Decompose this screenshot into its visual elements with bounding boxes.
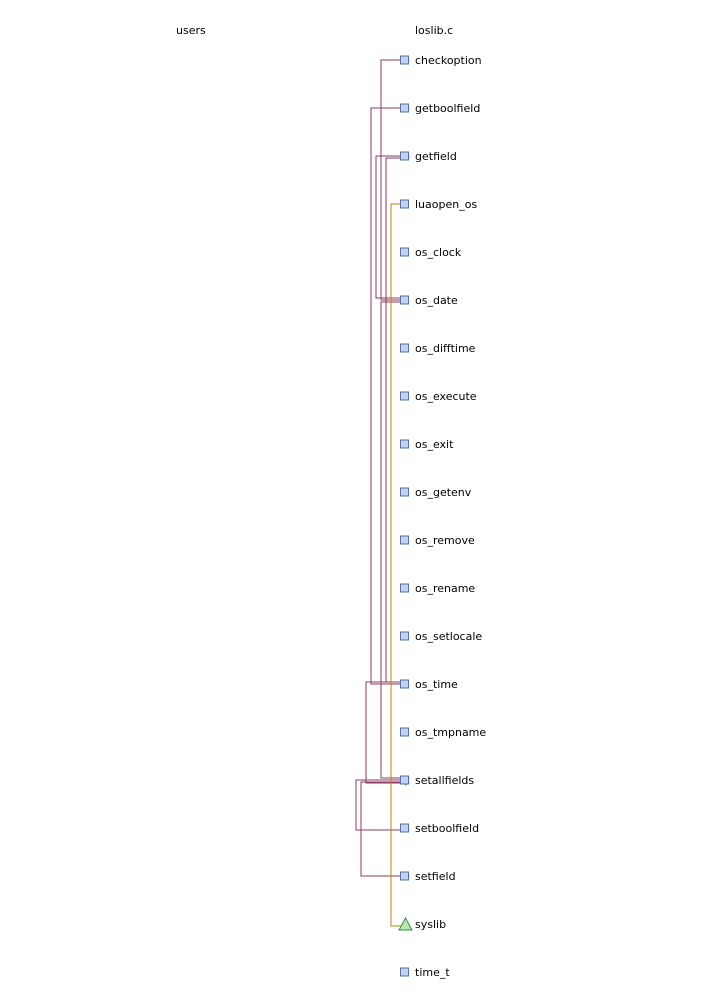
node-label: os_date <box>415 294 458 307</box>
node-label: syslib <box>415 918 446 931</box>
node-os_setlocale[interactable]: os_setlocale <box>400 630 483 643</box>
function-square-icon <box>400 55 409 65</box>
function-square-icon <box>400 679 409 689</box>
node-layer: checkoption getboolfield getfield luaopen_o… <box>398 54 487 979</box>
node-checkoption[interactable]: checkoption <box>400 54 482 67</box>
node-time_t[interactable]: time_t <box>400 966 451 979</box>
function-square-icon <box>400 295 409 305</box>
node-label: os_execute <box>415 390 477 403</box>
node-getfield[interactable]: getfield <box>400 150 457 163</box>
node-os_rename[interactable]: os_rename <box>400 582 476 595</box>
edge-os_date-to-checkoption <box>380 57 410 301</box>
edge-line <box>365 681 406 784</box>
node-os_time[interactable]: os_time <box>400 678 459 691</box>
users-column-header: users <box>176 24 206 37</box>
node-os_difftime[interactable]: os_difftime <box>400 342 476 355</box>
node-label: setboolfield <box>415 822 479 835</box>
edge-line <box>375 155 406 299</box>
edge-line <box>385 157 406 683</box>
node-label: os_time <box>415 678 458 691</box>
node-os_exit[interactable]: os_exit <box>400 438 455 451</box>
edge-line <box>390 203 406 927</box>
function-square-icon <box>400 151 409 161</box>
function-square-icon <box>400 967 409 977</box>
node-label: time_t <box>415 966 450 979</box>
node-os_date[interactable]: os_date <box>400 294 458 307</box>
node-os_execute[interactable]: os_execute <box>400 390 477 403</box>
function-square-icon <box>400 823 409 833</box>
node-os_getenv[interactable]: os_getenv <box>400 486 472 499</box>
function-square-icon <box>400 199 409 209</box>
function-square-icon <box>400 727 409 737</box>
node-syslib[interactable]: syslib <box>398 916 446 931</box>
node-label: getboolfield <box>415 102 480 115</box>
function-square-icon <box>400 439 409 449</box>
node-setboolfield[interactable]: setboolfield <box>400 822 480 835</box>
function-square-icon <box>400 391 409 401</box>
node-label: setallfields <box>415 774 474 787</box>
edge-line <box>380 59 406 301</box>
edge-os_time-to-getfield <box>385 155 410 683</box>
function-square-icon <box>400 871 409 881</box>
function-square-icon <box>400 535 409 545</box>
node-label: checkoption <box>415 54 482 67</box>
node-label: os_tmpname <box>415 726 486 739</box>
file-column-header: loslib.c <box>415 24 454 37</box>
node-label: getfield <box>415 150 457 163</box>
edge-line <box>360 781 406 877</box>
variable-triangle-icon <box>398 916 413 931</box>
node-setfield[interactable]: setfield <box>400 870 456 883</box>
node-os_clock[interactable]: os_clock <box>400 246 462 259</box>
node-label: os_setlocale <box>415 630 482 643</box>
function-square-icon <box>400 583 409 593</box>
function-square-icon <box>400 631 409 641</box>
node-label: setfield <box>415 870 456 883</box>
function-square-icon <box>400 103 409 113</box>
function-square-icon <box>400 775 409 785</box>
node-setallfields[interactable]: setallfields <box>400 774 475 787</box>
node-os_remove[interactable]: os_remove <box>400 534 475 547</box>
function-square-icon <box>400 487 409 497</box>
node-label: luaopen_os <box>415 198 477 211</box>
node-label: os_difftime <box>415 342 476 355</box>
function-square-icon <box>400 247 409 257</box>
node-label: os_getenv <box>415 486 472 499</box>
edge-line <box>370 107 406 685</box>
function-square-icon <box>400 343 409 353</box>
node-label: os_exit <box>415 438 454 451</box>
node-luaopen_os[interactable]: luaopen_os <box>400 198 478 211</box>
node-label: os_remove <box>415 534 475 547</box>
node-os_tmpname[interactable]: os_tmpname <box>400 726 487 739</box>
edge-luaopen_os-to-syslib <box>390 203 410 929</box>
edge-line <box>355 779 406 831</box>
node-label: os_rename <box>415 582 475 595</box>
node-getboolfield[interactable]: getboolfield <box>400 102 481 115</box>
node-label: os_clock <box>415 246 462 259</box>
